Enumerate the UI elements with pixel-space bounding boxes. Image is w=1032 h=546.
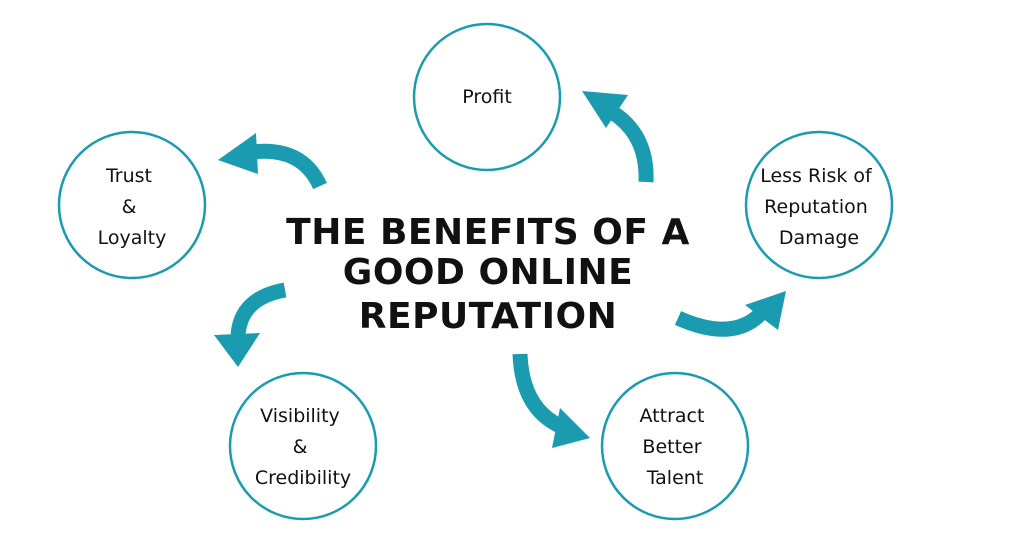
arrow-to-trust-icon: [218, 133, 327, 190]
node-risk-line-3: Damage: [779, 227, 859, 249]
node-visibility-line-1: Visibility: [260, 405, 340, 427]
title-line-3: REPUTATION: [359, 296, 617, 337]
title-line-1: THE BENEFITS OF A: [286, 212, 690, 253]
node-risk-circle: [744, 130, 894, 280]
title-line-2: GOOD ONLINE: [343, 252, 633, 293]
node-attract-talent: Attract Better Talent: [600, 371, 750, 521]
node-profit: Profit: [412, 22, 562, 172]
node-trust-circle: [57, 130, 207, 280]
node-trust-loyalty: Trust & Loyalty: [57, 130, 207, 280]
node-profit-label: Profit: [462, 86, 512, 108]
node-talent-circle: [600, 371, 750, 521]
node-risk-line-1: Less Risk of: [760, 165, 873, 187]
node-trust-label: Trust & Loyalty: [98, 165, 167, 249]
node-trust-line-1: Trust: [105, 165, 152, 187]
node-risk-label: Less Risk of Reputation Damage: [760, 165, 878, 249]
node-visibility-circle: [228, 371, 378, 521]
node-visibility-credibility: Visibility & Credibility: [228, 371, 378, 521]
node-visibility-line-2: &: [293, 436, 308, 458]
node-profit-line-1: Profit: [462, 86, 512, 108]
node-risk-line-2: Reputation: [764, 196, 868, 218]
arrow-to-risk-icon: [674, 291, 786, 337]
node-profit-circle: [412, 22, 562, 172]
node-talent-line-1: Attract: [640, 405, 705, 427]
arrow-to-profit-icon: [582, 91, 654, 183]
arrow-to-talent-icon: [512, 353, 590, 448]
node-less-risk: Less Risk of Reputation Damage: [744, 130, 894, 280]
node-trust-line-2: &: [122, 196, 137, 218]
node-talent-line-3: Talent: [646, 467, 704, 489]
arrow-to-visibility-icon: [214, 282, 287, 367]
node-trust-line-3: Loyalty: [98, 227, 167, 249]
node-talent-line-2: Better: [642, 436, 701, 458]
central-title: THE BENEFITS OF A GOOD ONLINE REPUTATION: [286, 212, 690, 337]
node-visibility-label: Visibility & Credibility: [255, 405, 351, 489]
node-talent-label: Attract Better Talent: [640, 405, 711, 489]
node-visibility-line-3: Credibility: [255, 467, 351, 489]
